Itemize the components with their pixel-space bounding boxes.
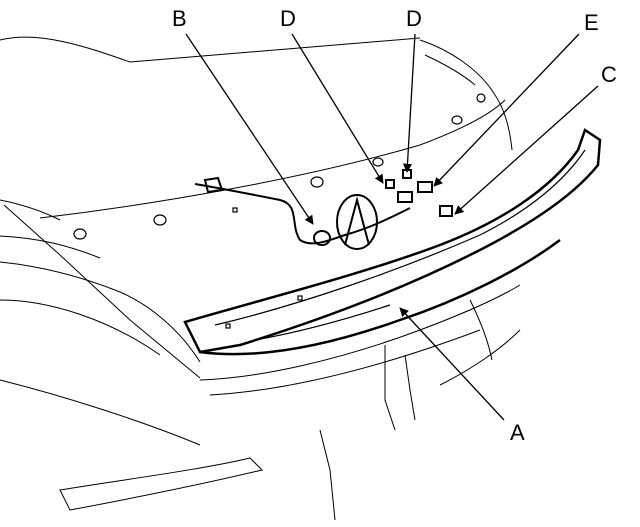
callout-label-d2: D [406,6,422,31]
callout-label-a: A [510,420,525,445]
callout-label-c: C [601,62,617,87]
trunk-body-outline [0,36,521,521]
leader-line-e [433,33,580,187]
trunk-garnish [183,128,602,356]
callout-labels: A B C D D E [172,6,617,445]
leader-line-c [454,85,599,215]
leader-line-a [399,307,505,421]
clip-holes [73,93,486,329]
callout-label-b: B [172,6,187,31]
leader-line-d1 [291,33,384,184]
leader-line-b [185,33,314,225]
leader-line-d2 [402,33,416,173]
wire-harness [194,169,453,246]
leader-lines [185,33,599,421]
callout-label-e: E [584,10,599,35]
emblem [336,194,378,250]
callout-label-d1: D [280,6,296,31]
